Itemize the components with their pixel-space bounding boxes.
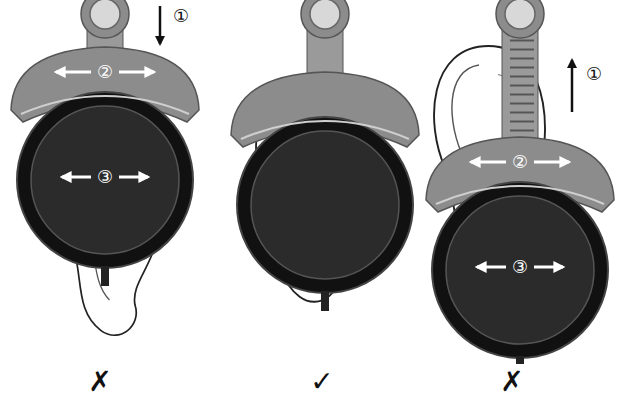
headphone-correct [231, 0, 419, 311]
check-mark: ✗ [498, 368, 525, 396]
callout-number: ② [95, 62, 115, 82]
callout-number: ③ [510, 257, 530, 277]
check-mark: ✓ [308, 368, 335, 396]
headphone-too-high [426, 0, 614, 364]
callout-number: ① [584, 64, 604, 84]
callout-number: ③ [95, 167, 115, 187]
callout-number: ② [510, 152, 530, 172]
callout-number: ① [171, 6, 191, 26]
check-mark: ✗ [86, 368, 113, 396]
headphone-too-low [11, 0, 199, 335]
